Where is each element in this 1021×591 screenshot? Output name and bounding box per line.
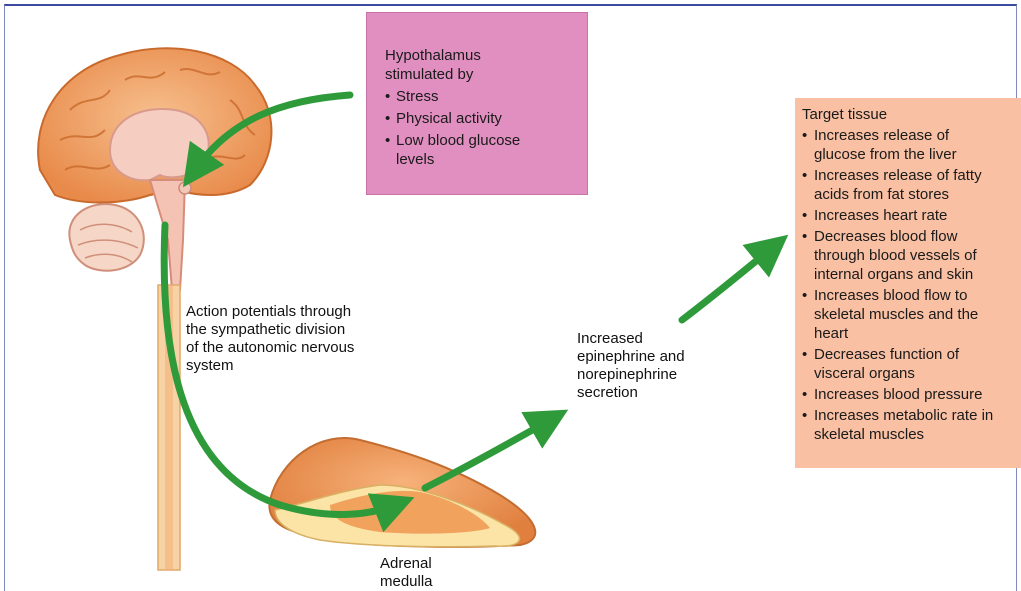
target-item-line: visceral organs [814,364,1021,383]
target-item: Increases release of fatty acids from fa… [802,166,1021,204]
target-item: Increases metabolic rate in skeletal mus… [802,406,1021,444]
label-line: Increased [577,330,727,348]
target-item: Increases release of glucose from the li… [802,126,1021,164]
label-line: of the autonomic nervous [186,339,396,357]
target-item: Decreases blood flow through blood vesse… [802,227,1021,284]
label-line: medulla [380,573,460,591]
hypothalamus-box: Hypothalamus stimulated by Stress Physic… [366,12,588,195]
hypothalamus-item: Physical activity [385,109,587,128]
label-line: epinephrine and [577,348,727,366]
pituitary [179,182,191,194]
hypothalamus-list: Stress Physical activity Low blood gluco… [385,87,587,169]
hypothalamus-title-line1: Hypothalamus [385,46,587,65]
hypothalamus-item-line: levels [396,151,434,168]
target-item: Increases blood pressure [802,385,1021,404]
target-item-line: Increases release of [814,126,1021,145]
target-item: Increases heart rate [802,206,1021,225]
label-line: norepinephrine [577,366,727,384]
target-item-line: Decreases function of [814,345,1021,364]
cerebellum [69,204,143,271]
hypothalamus-title-line2: stimulated by [385,65,587,84]
hypothalamus-item-line: Low blood glucose [396,132,520,149]
target-tissue-box: Target tissue Increases release of gluco… [795,98,1021,468]
adrenal-medulla-label: Adrenal medulla [380,555,460,591]
target-item-line: Increases heart rate [814,206,1021,225]
target-item-line: heart [814,324,1021,343]
target-item-line: acids from fat stores [814,185,1021,204]
target-item-line: skeletal muscles [814,425,1021,444]
target-item: Decreases function of visceral organs [802,345,1021,383]
target-item-line: internal organs and skin [814,265,1021,284]
label-line: secretion [577,384,727,402]
target-item-line: Increases blood flow to [814,286,1021,305]
target-title: Target tissue [802,105,1021,124]
hypothalamus-item: Stress [385,87,587,106]
target-item-line: Decreases blood flow [814,227,1021,246]
arrow-target [682,248,772,320]
action-potentials-label: Action potentials through the sympatheti… [186,303,396,375]
label-line: system [186,357,396,375]
target-item-line: glucose from the liver [814,145,1021,164]
hypothalamus-item: Low blood glucose levels [385,131,587,169]
target-item: Increases blood flow to skeletal muscles… [802,286,1021,343]
label-line: Adrenal [380,555,460,573]
arrow-adrenal-out [425,420,550,488]
secretion-label: Increased epinephrine and norepinephrine… [577,330,727,402]
label-line: Action potentials through [186,303,396,321]
target-item-line: skeletal muscles and the [814,305,1021,324]
label-line: the sympathetic division [186,321,396,339]
target-list: Increases release of glucose from the li… [802,126,1021,444]
target-item-line: Increases release of fatty [814,166,1021,185]
target-item-line: Increases blood pressure [814,385,1021,404]
target-item-line: Increases metabolic rate in [814,406,1021,425]
target-item-line: through blood vessels of [814,246,1021,265]
